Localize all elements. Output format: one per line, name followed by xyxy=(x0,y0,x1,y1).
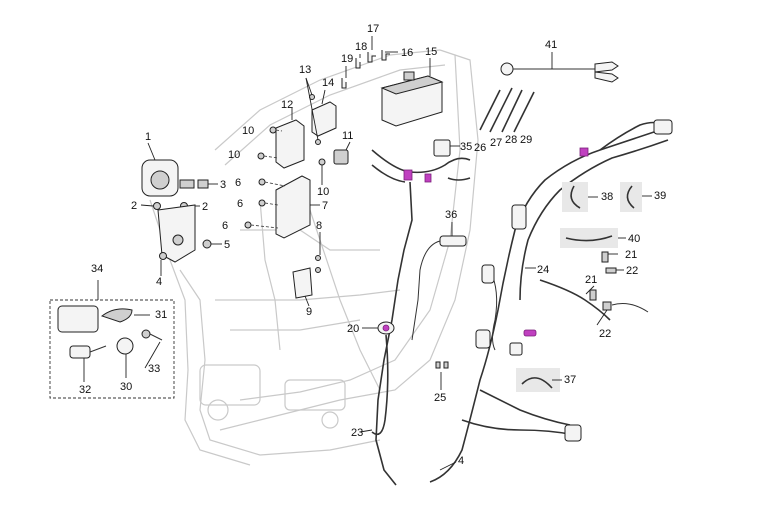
callout-32: 32 xyxy=(79,384,91,396)
part-30-sensor xyxy=(116,337,134,355)
leader-lines xyxy=(83,36,652,471)
callout-25: 25 xyxy=(434,392,446,404)
callout-5: 5 xyxy=(224,239,230,251)
part-23-cable xyxy=(371,334,389,436)
part-6-screws xyxy=(244,178,286,229)
part-32-sensor xyxy=(69,345,107,359)
part-13-screws xyxy=(305,77,321,145)
callout-6: 6 xyxy=(222,220,228,232)
callout-34: 34 xyxy=(91,263,103,275)
callout-14: 14 xyxy=(322,77,334,89)
callout-40: 40 xyxy=(628,233,640,245)
callout-9: 9 xyxy=(306,306,312,318)
callout-24: 24 xyxy=(537,264,549,276)
part-40-cable xyxy=(560,228,626,248)
part-1-component xyxy=(141,142,179,197)
part-11-connector xyxy=(333,149,349,165)
callout-4: 4 xyxy=(156,276,162,288)
callout-31: 31 xyxy=(155,309,167,321)
callout-1: 1 xyxy=(145,131,151,143)
part-35-switch xyxy=(433,139,460,157)
part-5-bolt xyxy=(202,239,222,249)
callout-2: 2 xyxy=(202,201,208,213)
part-36-sensor xyxy=(411,222,467,341)
callout-27: 27 xyxy=(490,137,502,149)
callout-35: 35 xyxy=(460,141,472,153)
callout-labels: 1 2 2 3 4 4 5 6 6 6 7 8 9 10 10 10 11 12… xyxy=(79,23,666,467)
part-33-rod xyxy=(141,329,163,341)
bracket-mount xyxy=(157,204,196,263)
part-7-ecu xyxy=(275,175,320,239)
callout-6: 6 xyxy=(235,177,241,189)
part-18-19-clips xyxy=(341,58,361,89)
part-39-cable xyxy=(620,182,642,212)
part-12-regulator xyxy=(275,108,305,169)
part-15-battery xyxy=(380,58,444,127)
callout-12: 12 xyxy=(281,99,293,111)
parts-26-29-cables xyxy=(479,87,535,133)
scooter-frame xyxy=(149,49,479,466)
callout-18: 18 xyxy=(355,41,367,53)
callout-15: 15 xyxy=(425,46,437,58)
callout-22: 22 xyxy=(599,328,611,340)
callout-7: 7 xyxy=(322,200,328,212)
part-21-22-sensors xyxy=(589,251,649,326)
callout-23: 23 xyxy=(351,427,363,439)
part-9-bracket xyxy=(292,267,313,307)
callout-10: 10 xyxy=(242,125,254,137)
callout-17: 17 xyxy=(367,23,379,35)
callout-3: 3 xyxy=(220,179,226,191)
callout-33: 33 xyxy=(148,363,160,375)
callout-37: 37 xyxy=(564,374,576,386)
part-3-screws xyxy=(179,179,218,189)
callout-39: 39 xyxy=(654,190,666,202)
part-34-group-box xyxy=(49,280,175,399)
part-10-bolts xyxy=(257,126,326,166)
callout-8: 8 xyxy=(316,220,322,232)
callout-20: 20 xyxy=(347,323,359,335)
callout-36: 36 xyxy=(445,209,457,221)
callout-11: 11 xyxy=(342,130,353,142)
callout-10: 10 xyxy=(317,186,329,198)
callout-22: 22 xyxy=(626,265,638,277)
main-harness xyxy=(429,119,673,483)
callout-16: 16 xyxy=(401,47,413,59)
callout-13: 13 xyxy=(299,64,311,76)
part-16-17-clips xyxy=(367,50,390,63)
callout-19: 19 xyxy=(341,53,353,65)
part-38-cable xyxy=(562,182,588,212)
callout-4: 4 xyxy=(458,455,464,467)
callout-6: 6 xyxy=(237,198,243,210)
part-41-cable xyxy=(500,52,619,83)
part-8-bolts xyxy=(315,232,321,273)
part-4-nut xyxy=(159,252,167,276)
callout-10: 10 xyxy=(228,149,240,161)
callout-26: 26 xyxy=(474,142,486,154)
part-20-grommet xyxy=(362,321,395,335)
callout-21: 21 xyxy=(625,249,637,261)
callout-30: 30 xyxy=(120,381,132,393)
callout-29: 29 xyxy=(520,134,532,146)
callout-21: 21 xyxy=(585,274,597,286)
callout-2: 2 xyxy=(131,200,137,212)
callout-28: 28 xyxy=(505,134,517,146)
handlebar-harness xyxy=(371,149,471,486)
callout-41: 41 xyxy=(545,39,557,51)
part-14-relay xyxy=(311,101,337,137)
part-31-module xyxy=(57,305,133,333)
part-25-connectors xyxy=(435,361,449,390)
callout-38: 38 xyxy=(601,191,613,203)
part-37-cable xyxy=(516,368,562,392)
